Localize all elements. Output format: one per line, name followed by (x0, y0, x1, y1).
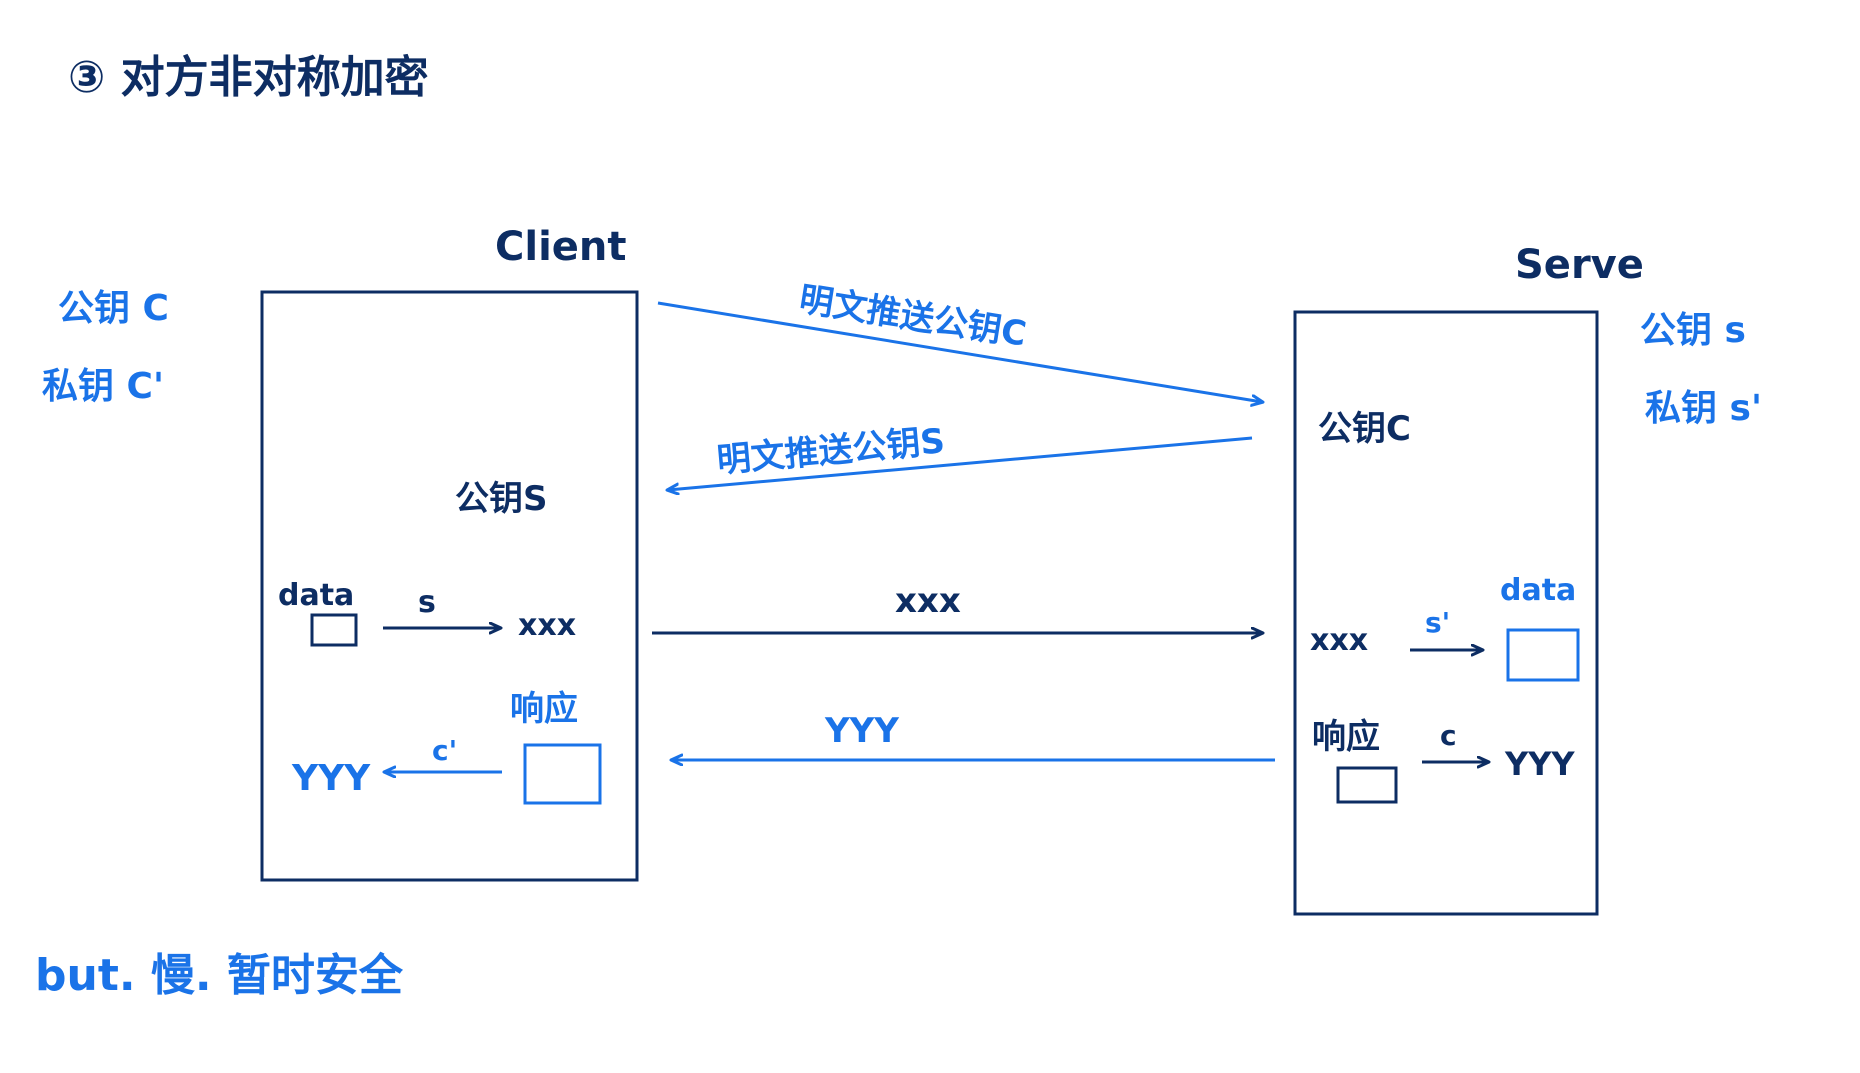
push-s-arrow (668, 436, 1253, 490)
request-label: xxx (895, 581, 961, 621)
push-c-arrow (657, 301, 1262, 402)
client-box (260, 290, 639, 882)
page-title: ③ 对方非对称加密 (68, 52, 429, 103)
client-private-key: 私钥 C' (42, 366, 164, 407)
server-box (1293, 310, 1599, 916)
client-data-label: data (278, 578, 354, 613)
server-label: Serve (1515, 242, 1644, 288)
server-response-label: 响应 (1312, 717, 1380, 757)
server-encrypt-key: c (1440, 719, 1457, 752)
client-decrypt-key: c' (432, 734, 457, 767)
client-encrypt-key: s (418, 585, 436, 620)
response-label: YYY (824, 711, 899, 751)
server-private-key: 私钥 s' (1645, 388, 1762, 429)
server-public-key: 公钥 s (1640, 310, 1746, 351)
server-decrypt-input: xxx (1310, 623, 1368, 658)
client-public-key: 公钥 C (58, 288, 169, 329)
client-decrypt-output: YYY (291, 758, 371, 799)
server-data-doc-icon (1506, 628, 1580, 682)
server-received-key: 公钥C (1318, 409, 1411, 449)
client-response-doc-icon (523, 743, 602, 805)
server-data-label: data (1500, 573, 1576, 608)
client-received-key: 公钥S (455, 479, 548, 519)
client-label: Client (495, 224, 627, 270)
footer-note: but. 慢. 暂时安全 (35, 950, 404, 1001)
server-encrypt-output: YYY (1504, 745, 1575, 783)
client-response-label: 响应 (510, 689, 578, 729)
client-data-doc-icon (310, 613, 358, 647)
client-encrypt-output: xxx (518, 608, 576, 643)
server-decrypt-key: s' (1425, 606, 1450, 639)
push-s-label: 明文推送公钥S (715, 421, 946, 481)
server-response-doc-icon (1336, 766, 1398, 804)
